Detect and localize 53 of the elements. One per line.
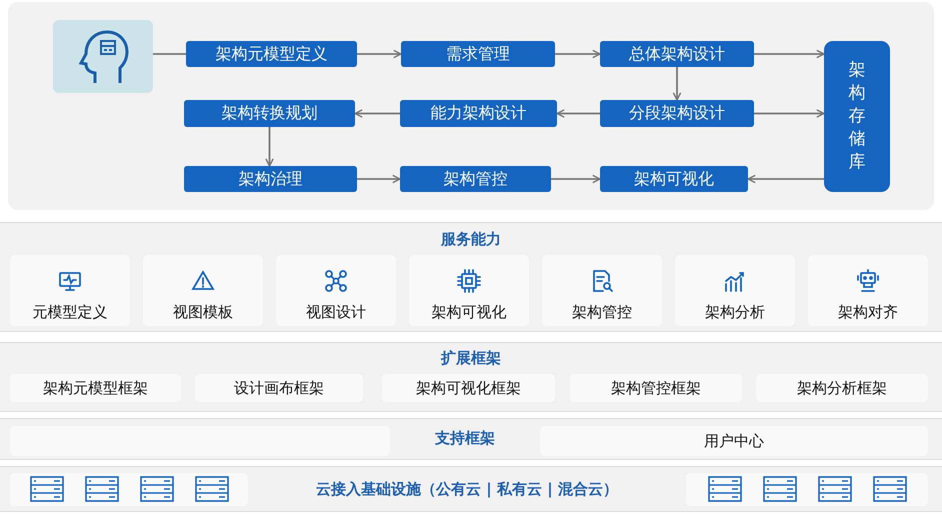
layer-heading: 扩展框架 — [440, 349, 502, 368]
service-label: 视图设计 — [305, 303, 367, 322]
repository-box: 架构存储库 — [824, 41, 890, 192]
layer-panel — [0, 342, 942, 412]
arrow — [555, 50, 601, 58]
connector-line — [153, 53, 186, 55]
layer-panel — [0, 222, 942, 332]
service-label: 架构分析 — [704, 303, 766, 322]
framework-card: 设计画布框架 — [195, 374, 363, 402]
arrow — [357, 50, 402, 58]
process-box: 能力架构设计 — [400, 100, 557, 127]
layer-heading: 支持框架 — [434, 429, 496, 448]
service-card — [675, 255, 795, 326]
framework-card: 架构可视化框架 — [382, 374, 555, 402]
arrow — [754, 109, 825, 118]
process-box: 总体架构设计 — [600, 41, 754, 67]
service-label: 元模型定义 — [32, 303, 108, 322]
framework-card: 用户中心 — [540, 426, 928, 456]
layer-panel — [0, 466, 942, 512]
arrow — [556, 109, 600, 118]
server-panel — [10, 473, 248, 506]
service-label: 架构管控 — [571, 303, 633, 322]
service-label: 视图模板 — [172, 303, 234, 322]
process-box: 架构元模型定义 — [186, 41, 357, 67]
process-box: 架构可视化 — [600, 166, 748, 192]
service-card — [143, 255, 263, 326]
service-card — [808, 255, 928, 326]
service-card — [542, 255, 662, 326]
process-box: 分段架构设计 — [600, 100, 754, 127]
service-label: 架构可视化 — [430, 303, 508, 322]
service-label: 架构对齐 — [837, 303, 899, 322]
framework-card: 架构元模型框架 — [10, 374, 181, 402]
arrow — [754, 50, 825, 58]
arrow — [265, 127, 274, 167]
layer-heading: 服务能力 — [440, 230, 502, 249]
service-card — [10, 255, 130, 326]
head-icon — [53, 20, 153, 93]
arrow — [357, 174, 401, 184]
server-panel — [686, 473, 928, 506]
arrow — [354, 109, 400, 118]
layer-heading: 云接入基础设施（公有云 | 私有云 | 混合云） — [315, 480, 619, 499]
framework-card: 架构管控框架 — [570, 374, 742, 402]
process-box: 架构管控 — [400, 166, 551, 192]
service-card — [409, 255, 529, 326]
process-box: 架构转换规划 — [184, 100, 355, 127]
arrow — [551, 174, 601, 184]
process-box: 架构治理 — [184, 166, 357, 192]
arrow — [672, 67, 682, 101]
layer-panel — [0, 418, 942, 460]
process-box: 需求管理 — [401, 41, 555, 67]
framework-card: 架构分析框架 — [756, 374, 928, 402]
service-card — [276, 255, 396, 326]
arrow — [747, 174, 824, 184]
